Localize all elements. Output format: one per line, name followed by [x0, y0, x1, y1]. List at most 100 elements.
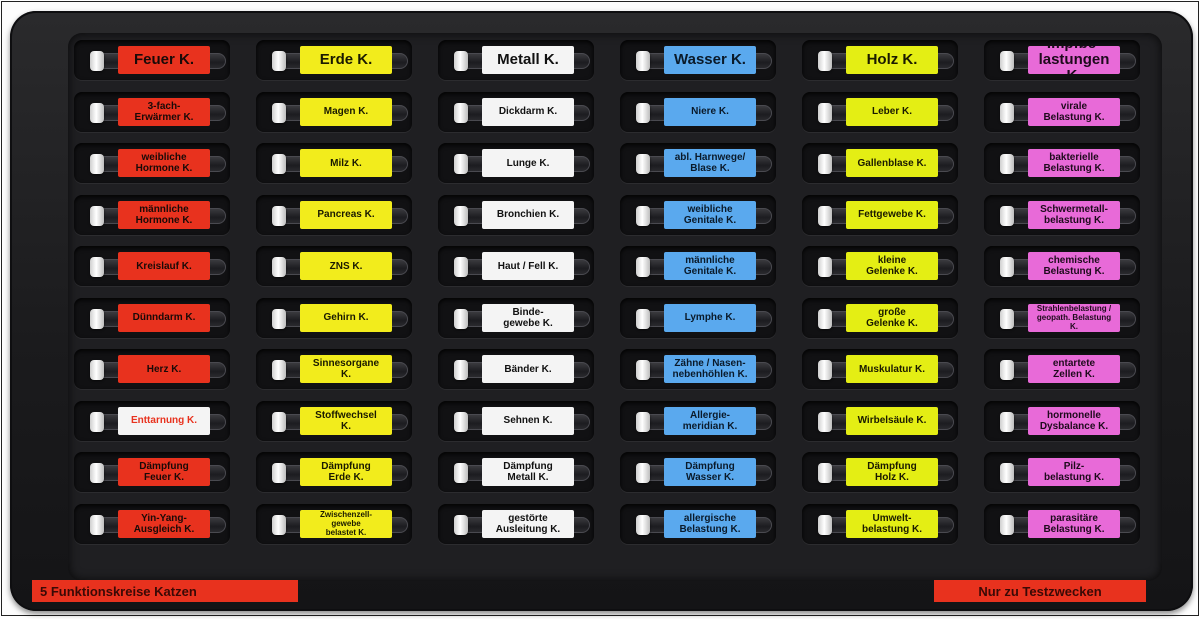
vial-label: Zähne / Nasen- nebenhöhlen K. — [664, 355, 756, 383]
vial-cell: entartete Zellen K. — [974, 343, 1148, 395]
test-purpose-label: Nur zu Testzwecken — [934, 580, 1146, 602]
vial-cap — [90, 51, 104, 71]
vial-label: Zwischenzell- gewebe belastet K. — [300, 509, 392, 538]
vial-label: Wirbelsäule K. — [846, 406, 938, 435]
vial-cap — [90, 257, 104, 277]
vial-cap — [272, 154, 286, 174]
vial-cell: Yin-Yang- Ausgleich K. — [64, 498, 238, 550]
vial-cell: ZNS K. — [246, 240, 420, 292]
vial-cap — [454, 51, 468, 71]
tray-title-label: 5 Funktionskreise Katzen — [32, 580, 298, 602]
vial-cell: Herz K. — [64, 343, 238, 395]
vial-cell: Haut / Fell K. — [428, 240, 602, 292]
vial-cap — [636, 360, 650, 380]
vial-label: Dünndarm K. — [118, 303, 210, 332]
vial-cell: 3-fach- Erwärmer K. — [64, 86, 238, 138]
vial-label: hormonelle Dysbalance K. — [1028, 406, 1120, 435]
vial-cap — [272, 514, 286, 535]
vial-cap — [636, 514, 650, 535]
vial-cell: Dämpfung Wasser K. — [610, 446, 784, 498]
vial-cap — [90, 514, 104, 535]
vial-cell: Dickdarm K. — [428, 86, 602, 138]
vial-cap — [1000, 463, 1014, 483]
vial-cell: bakterielle Belastung K. — [974, 137, 1148, 189]
vial-cell: Wirbelsäule K. — [792, 395, 966, 447]
vial-grid: Feuer K.Erde K.Metall K.Wasser K.Holz K.… — [64, 34, 1154, 549]
vial-label: allergische Belastung K. — [664, 509, 756, 538]
vial-cell: Muskulatur K. — [792, 343, 966, 395]
vial-label: Niere K. — [664, 97, 756, 126]
vial-cap — [90, 360, 104, 380]
vial-cap — [454, 360, 468, 380]
vial-label: Gallenblase K. — [846, 149, 938, 177]
vial-cap — [1000, 514, 1014, 535]
vial-cap — [90, 205, 104, 226]
vial-label: Magen K. — [300, 97, 392, 126]
vial-label: Umwelt- belastung K. — [846, 509, 938, 538]
vial-label: Fettgewebe K. — [846, 200, 938, 229]
vial-cell: hormonelle Dysbalance K. — [974, 395, 1148, 447]
vial-label: kleine Gelenke K. — [846, 252, 938, 280]
vial-label: Dickdarm K. — [482, 97, 574, 126]
vial-cell: Stoffwechsel K. — [246, 395, 420, 447]
vial-cap — [272, 205, 286, 226]
vial-cell: weibliche Genitale K. — [610, 189, 784, 241]
vial-cap — [818, 51, 832, 71]
vial-label: Haut / Fell K. — [482, 252, 574, 280]
vial-cell: Schwermetall- belastung K. — [974, 189, 1148, 241]
vial-label: Binde- gewebe K. — [482, 303, 574, 332]
vial-cap — [636, 102, 650, 123]
vial-cap — [636, 308, 650, 329]
vial-cap — [1000, 154, 1014, 174]
vial-cell: Leber K. — [792, 86, 966, 138]
vial-cell: Lymphe K. — [610, 292, 784, 344]
vial-cap — [818, 360, 832, 380]
tray-inner-well — [68, 33, 1162, 581]
vial-cap — [454, 102, 468, 123]
vial-cell: Sinnesorgane K. — [246, 343, 420, 395]
vial-label: Yin-Yang- Ausgleich K. — [118, 509, 210, 538]
vial-label: Sehnen K. — [482, 406, 574, 435]
vial-cap — [818, 514, 832, 535]
vial-cap — [1000, 205, 1014, 226]
vial-label: bakterielle Belastung K. — [1028, 149, 1120, 177]
vial-label: Allergie- meridian K. — [664, 406, 756, 435]
vial-cell: Dämpfung Holz K. — [792, 446, 966, 498]
vial-cell: Dämpfung Erde K. — [246, 446, 420, 498]
vial-cell: männliche Genitale K. — [610, 240, 784, 292]
vial-cap — [818, 308, 832, 329]
vial-label: Leber K. — [846, 97, 938, 126]
vial-cell: Gehirn K. — [246, 292, 420, 344]
vial-label: weibliche Hormone K. — [118, 149, 210, 177]
vial-cap — [636, 411, 650, 432]
vial-cap — [272, 308, 286, 329]
vial-cap — [1000, 257, 1014, 277]
vial-cell: chemische Belastung K. — [974, 240, 1148, 292]
vial-cap — [818, 102, 832, 123]
vial-cap — [1000, 411, 1014, 432]
vial-label: Lunge K. — [482, 149, 574, 177]
vial-cell: Pilz- belastung K. — [974, 446, 1148, 498]
vial-label-header: Metall K. — [482, 46, 574, 74]
vial-label: Enttarnung K. — [118, 406, 210, 435]
vial-cap — [90, 308, 104, 329]
vial-label: 3-fach- Erwärmer K. — [118, 97, 210, 126]
vial-cap — [1000, 360, 1014, 380]
vial-cap — [272, 411, 286, 432]
vial-cap — [454, 205, 468, 226]
vial-label: Pancreas K. — [300, 200, 392, 229]
vial-cell: Dämpfung Feuer K. — [64, 446, 238, 498]
vial-label: Bänder K. — [482, 355, 574, 383]
vial-label: Lymphe K. — [664, 303, 756, 332]
vial-cell: männliche Hormone K. — [64, 189, 238, 241]
vial-cap — [454, 411, 468, 432]
vial-cell: Gallenblase K. — [792, 137, 966, 189]
vial-cell: Holz K. — [792, 34, 966, 86]
vial-cell: kleine Gelenke K. — [792, 240, 966, 292]
vial-label-header: Wasser K. — [664, 46, 756, 74]
vial-label: Gehirn K. — [300, 303, 392, 332]
vial-cap — [454, 514, 468, 535]
vial-cap — [636, 51, 650, 71]
vial-label: chemische Belastung K. — [1028, 252, 1120, 280]
